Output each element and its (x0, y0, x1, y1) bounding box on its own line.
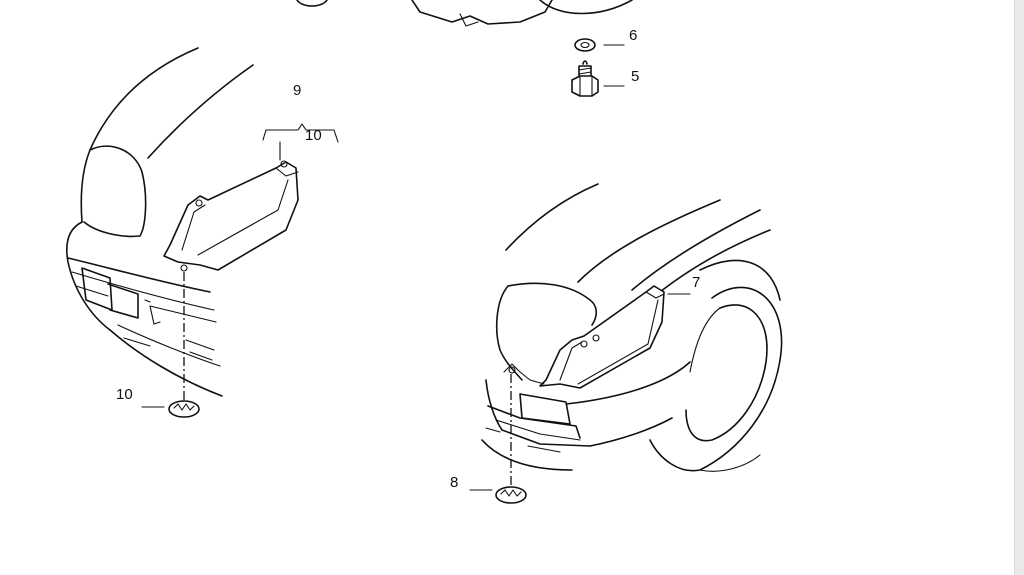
callout-7: 7 (692, 274, 700, 291)
callout-10-upper: 10 (305, 127, 322, 144)
callout-6: 6 (629, 27, 637, 44)
bolt-part-5 (571, 60, 625, 97)
top-partial-assembly (296, 0, 633, 27)
bracket-label-9 (262, 123, 339, 161)
clip-part-8 (469, 486, 527, 504)
right-car-front (481, 183, 783, 472)
left-car-front (66, 47, 254, 397)
callout-5: 5 (631, 68, 639, 85)
callout-8: 8 (450, 474, 458, 491)
washer-part-6 (574, 38, 625, 52)
clip-part-10 (141, 400, 200, 418)
right-splash-shield (503, 285, 691, 389)
scrollbar[interactable] (1014, 0, 1024, 575)
callout-9: 9 (293, 82, 301, 99)
callout-10-lower: 10 (116, 386, 133, 403)
left-splash-shield (163, 160, 299, 272)
